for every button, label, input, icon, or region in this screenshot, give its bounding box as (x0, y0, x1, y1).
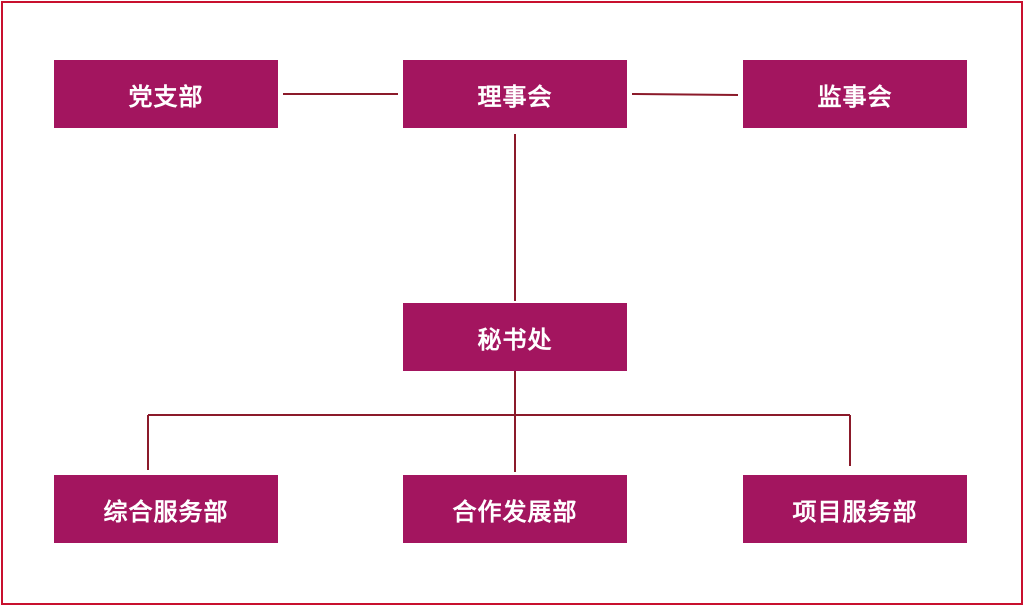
node-cooperation-development: 合作发展部 (403, 475, 627, 543)
node-cooperation-development-label: 合作发展部 (452, 497, 578, 526)
node-party-branch: 党支部 (54, 60, 278, 128)
node-council: 理事会 (403, 60, 627, 128)
node-secretariat: 秘书处 (403, 303, 627, 371)
node-secretariat-label: 秘书处 (477, 325, 553, 354)
connector-council-supervisor (631, 93, 739, 96)
node-supervisory-board-label: 监事会 (817, 82, 893, 111)
node-council-label: 理事会 (477, 82, 553, 111)
node-project-services: 项目服务部 (743, 475, 967, 543)
node-supervisory-board: 监事会 (743, 60, 967, 128)
node-project-services-label: 项目服务部 (792, 497, 918, 526)
node-general-services: 综合服务部 (54, 475, 278, 543)
node-party-branch-label: 党支部 (128, 82, 204, 111)
node-general-services-label: 综合服务部 (103, 497, 229, 526)
